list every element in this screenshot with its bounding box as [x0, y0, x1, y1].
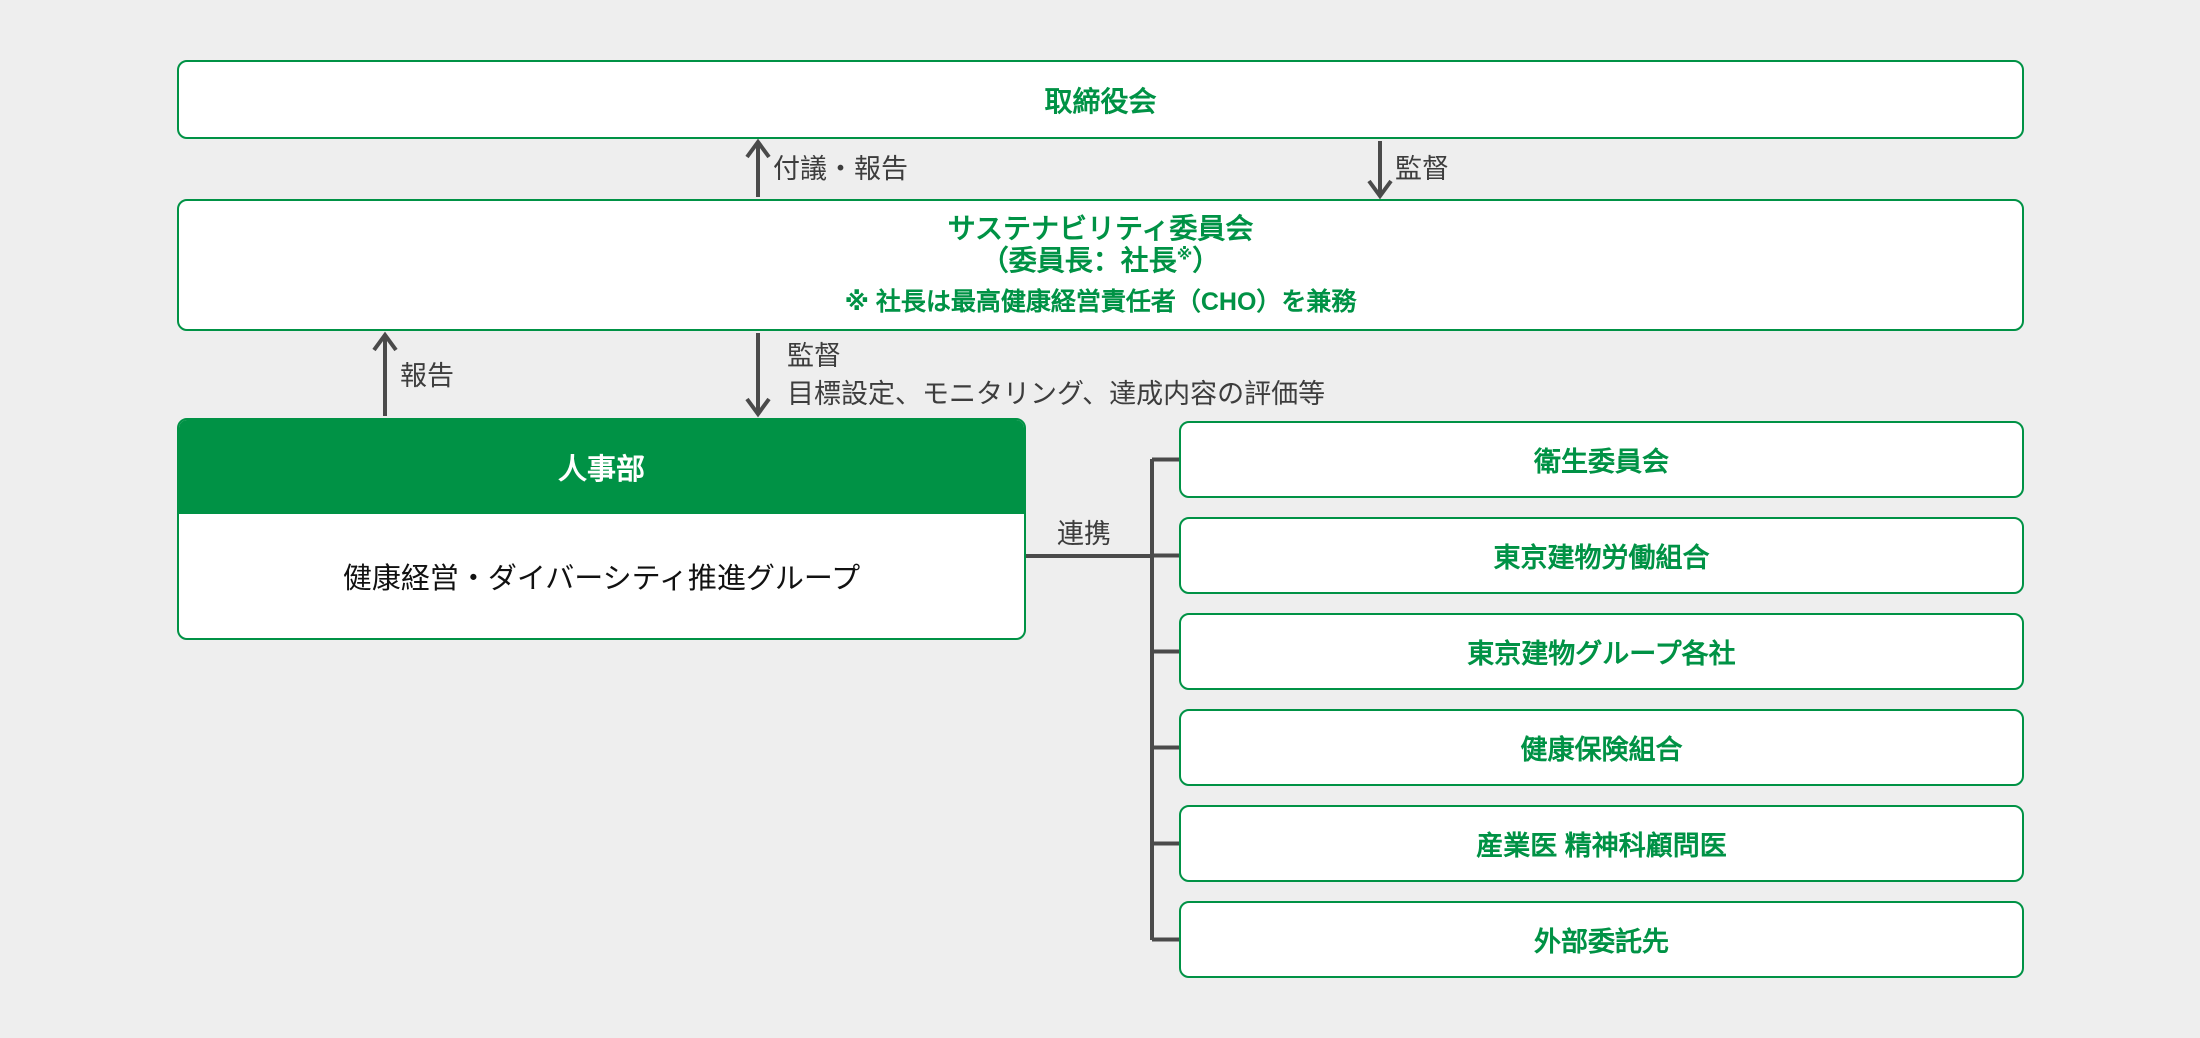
board-of-directors-label: 取締役会 — [1044, 85, 1157, 117]
hr-group-label: 健康経営・ダイバーシティ推進グループ — [342, 563, 861, 595]
chair-text-close: ） — [1192, 244, 1221, 276]
hr-department-header: 人事部 — [179, 420, 1024, 514]
cooperation-label: 連携 — [1057, 519, 1111, 549]
partner-label: 東京建物グループ各社 — [1467, 639, 1736, 669]
partner-box-labor-union: 東京建物労働組合 — [1179, 517, 2024, 594]
supervision-top-label: 監督 — [1395, 154, 1449, 184]
arrow-up-report-head — [372, 331, 398, 352]
sustainability-committee-chair: （委員長：社長※） — [981, 245, 1221, 277]
partner-box-health-insurance-union: 健康保険組合 — [1179, 709, 2024, 786]
partner-box-group-companies: 東京建物グループ各社 — [1179, 613, 2024, 690]
arrow-up-referral-report-head — [745, 138, 771, 159]
partner-label: 衛生委員会 — [1534, 447, 1669, 477]
cho-footnote: ※ 社長は最高健康経営責任者（CHO）を兼務 — [844, 287, 1357, 316]
board-of-directors-box: 取締役会 — [177, 60, 2024, 139]
referral-report-label: 付議・報告 — [773, 154, 908, 184]
sustainability-committee-box: サステナビリティ委員会 （委員長：社長※） ※ 社長は最高健康経営責任者（CHO… — [177, 199, 2024, 331]
arrow-down-supervision-mid-head — [745, 397, 771, 418]
partner-label: 健康保険組合 — [1520, 735, 1683, 765]
arrow-down-supervision-top-head — [1367, 179, 1393, 200]
chair-asterisk: ※ — [1176, 246, 1193, 264]
supervision-mid-label: 監督 目標設定、モニタリング、達成内容の評価等 — [787, 337, 1325, 413]
partner-box-safety-health-committee: 衛生委員会 — [1179, 421, 2024, 498]
chair-text: （委員長：社長 — [980, 244, 1177, 276]
partner-box-occupational-physicians: 産業医 精神科顧問医 — [1179, 805, 2024, 882]
supervision-mid-title: 監督 — [787, 341, 841, 371]
partner-label: 東京建物労働組合 — [1493, 543, 1710, 573]
sustainability-committee-title: サステナビリティ委員会 — [947, 212, 1254, 244]
partner-label: 産業医 精神科顧問医 — [1476, 831, 1727, 861]
partner-box-external-contractors: 外部委託先 — [1179, 901, 2024, 978]
hr-department-box: 人事部 健康経営・ダイバーシティ推進グループ — [177, 418, 1026, 640]
partner-label: 外部委託先 — [1534, 927, 1669, 957]
report-label: 報告 — [400, 361, 454, 391]
supervision-mid-desc: 目標設定、モニタリング、達成内容の評価等 — [787, 379, 1326, 409]
